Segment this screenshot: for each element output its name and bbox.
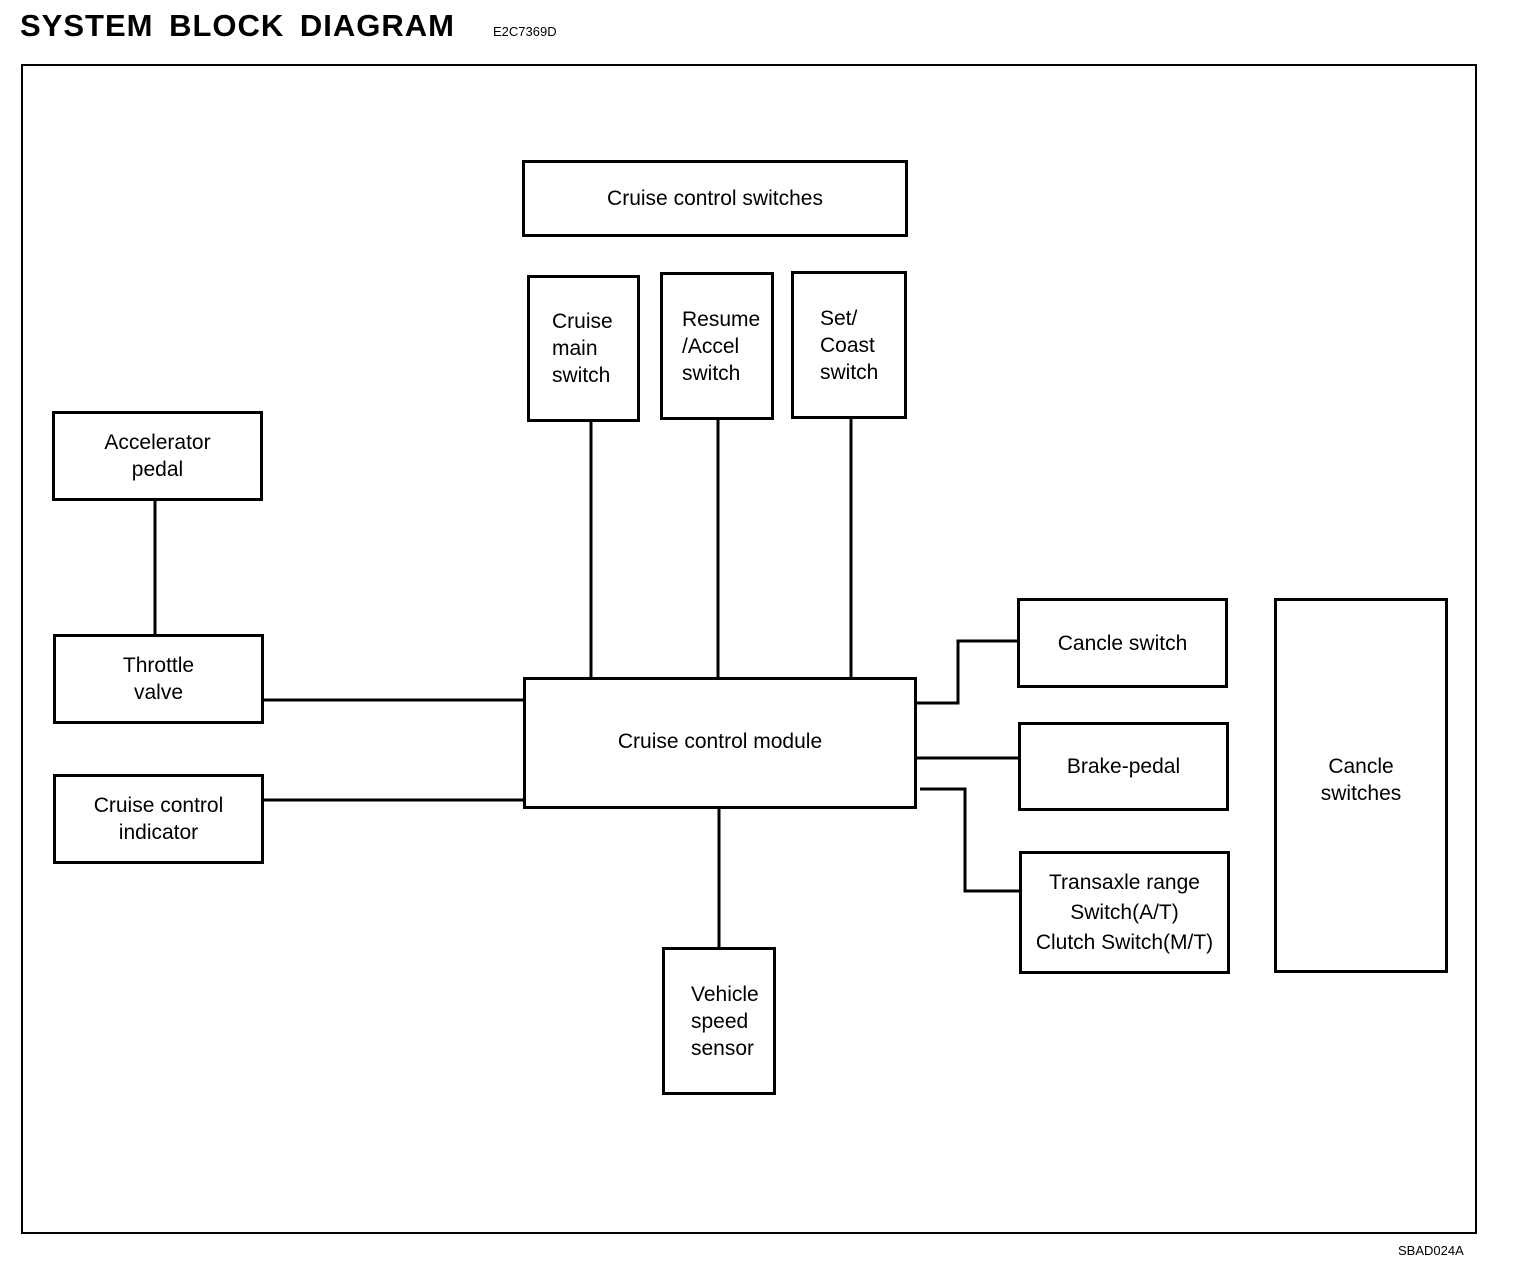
diagram-code: E2C7369D: [493, 24, 557, 39]
resume-accel-switch-block: Resume /Accel switch: [660, 272, 774, 420]
accelerator-pedal-block: Accelerator pedal: [52, 411, 263, 501]
brake-pedal-block: Brake-pedal: [1018, 722, 1229, 811]
set-coast-switch-label: Set/ Coast switch: [820, 306, 879, 384]
line-module-to-cancle-switch: [915, 639, 1019, 705]
diagram-frame: [21, 64, 1477, 1234]
cruise-control-switches-block: Cruise control switches: [522, 160, 908, 237]
transaxle-range-switch-block: Transaxle range Switch(A/T) Clutch Switc…: [1019, 851, 1230, 974]
resume-accel-switch-label: Resume /Accel switch: [682, 307, 761, 385]
cruise-control-indicator-label: Cruise control indicator: [93, 794, 224, 844]
throttle-valve-label: Throttle valve: [122, 654, 195, 704]
line-module-to-transaxle-switch: [920, 787, 1021, 893]
throttle-valve-block: Throttle valve: [53, 634, 264, 724]
cancle-switches-block: Cancle switches: [1274, 598, 1448, 973]
diagram-title: SYSTEM BLOCK DIAGRAM: [20, 8, 455, 43]
transaxle-range-switch-label: Transaxle range Switch(A/T) Clutch Switc…: [1035, 870, 1214, 954]
figure-id: SBAD024A: [1398, 1243, 1464, 1258]
cruise-main-switch-block: Cruise main switch: [527, 275, 640, 422]
cancle-switches-label: Cancle switches: [1320, 755, 1402, 805]
cruise-control-module-block: Cruise control module: [523, 677, 917, 809]
cancle-switch-block: Cancle switch: [1017, 598, 1228, 688]
cruise-control-switches-label: Cruise control switches: [607, 187, 823, 210]
cancle-switch-label: Cancle switch: [1057, 631, 1188, 655]
cruise-main-switch-label: Cruise main switch: [552, 310, 613, 387]
cruise-control-module-label: Cruise control module: [617, 730, 823, 753]
set-coast-switch-block: Set/ Coast switch: [791, 271, 907, 419]
vehicle-speed-sensor-block: Vehicle speed sensor: [662, 947, 776, 1095]
cruise-control-indicator-block: Cruise control indicator: [53, 774, 264, 864]
accelerator-pedal-label: Accelerator pedal: [104, 431, 211, 481]
brake-pedal-label: Brake-pedal: [1066, 755, 1181, 778]
vehicle-speed-sensor-label: Vehicle speed sensor: [691, 982, 759, 1060]
